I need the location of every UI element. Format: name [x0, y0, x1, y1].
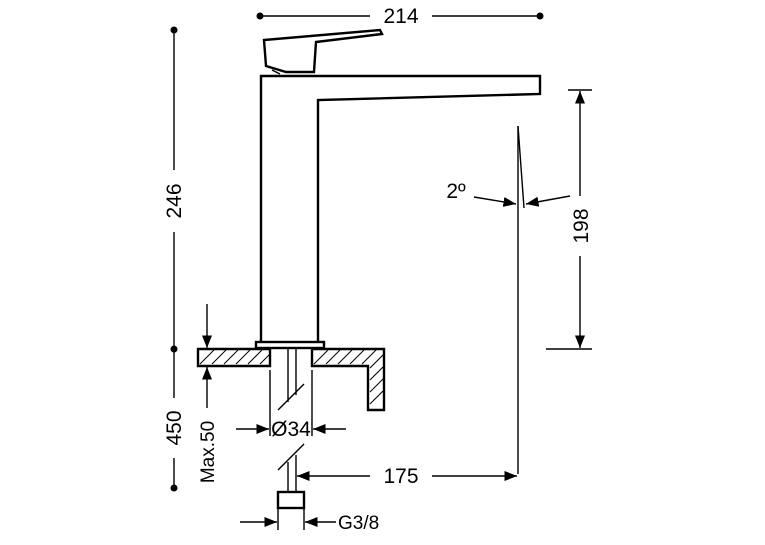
label-214: 214	[383, 5, 418, 28]
dim-thread: G3/8	[240, 508, 379, 534]
label-198: 198	[570, 208, 593, 243]
dim-deck-thickness: Max.50	[198, 304, 219, 483]
label-diameter: Ø34	[271, 418, 311, 441]
faucet-body	[254, 28, 542, 350]
dim-reach: 175	[297, 465, 517, 488]
dim-height-faucet: 246	[163, 26, 186, 353]
label-max50: Max.50	[198, 421, 219, 483]
label-246: 246	[163, 183, 186, 218]
label-175: 175	[383, 465, 418, 488]
dim-spout-angle: 2º	[446, 180, 571, 207]
dim-width-total: 214	[256, 5, 544, 28]
label-450: 450	[163, 410, 186, 445]
label-angle: 2º	[446, 180, 466, 203]
supply-hose	[276, 349, 306, 510]
dim-height-hose: 450	[163, 349, 186, 492]
water-stream	[517, 125, 525, 474]
label-thread: G3/8	[338, 513, 379, 534]
deck-section	[196, 347, 386, 412]
dim-height-spout: 198	[546, 89, 593, 350]
dim-hole-diameter: Ø34	[236, 370, 346, 441]
